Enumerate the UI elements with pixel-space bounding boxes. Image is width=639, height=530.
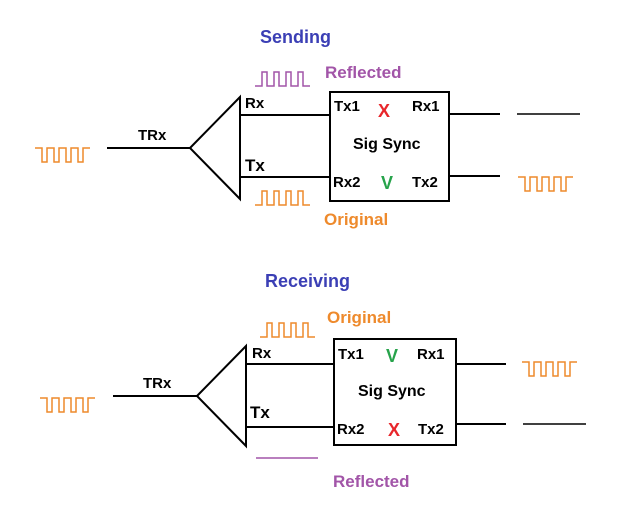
- sending-tx1-label: Tx1: [334, 98, 360, 115]
- receiving-heading: Receiving: [265, 271, 351, 291]
- receiving-output-wave: [521, 361, 578, 377]
- sending-coupler: [188, 94, 241, 202]
- receiving-rx1-label: Rx1: [417, 346, 445, 363]
- sending-rx-label: Rx: [245, 95, 265, 112]
- receiving-original-wave: [259, 322, 316, 338]
- sending-output-wave: [517, 176, 574, 192]
- receiving-rx-label: Rx: [252, 345, 272, 362]
- sending-cross-mark: X: [378, 101, 391, 121]
- receiving-tx-label: Tx: [250, 403, 270, 422]
- sending-tx-label: Tx: [245, 156, 265, 175]
- sending-rx2-label: Rx2: [333, 174, 361, 191]
- sending-original-label: Original: [324, 210, 389, 229]
- sending-box-title: Sig Sync: [353, 136, 421, 153]
- receiving-tx2-label: Tx2: [418, 421, 444, 438]
- receiving-rx2-label: Rx2: [337, 421, 365, 438]
- receiving-original-label: Original: [327, 308, 392, 327]
- sending-check-mark: V: [381, 173, 394, 193]
- receiving-trx-label: TRx: [143, 375, 172, 392]
- sending-diagram: [34, 71, 580, 206]
- sending-sig-sync-box: [329, 91, 450, 202]
- receiving-box-title: Sig Sync: [358, 383, 426, 400]
- receiving-tx1-label: Tx1: [338, 346, 364, 363]
- sending-reflected-label: Reflected: [325, 63, 402, 82]
- receiving-reflected-label: Reflected: [333, 472, 410, 491]
- receiving-sig-sync-box: [333, 338, 457, 446]
- receiving-input-wave: [39, 397, 96, 413]
- receiving-check-mark: V: [386, 346, 399, 366]
- receiving-coupler: [195, 343, 247, 449]
- receiving-diagram: [39, 322, 586, 459]
- receiving-cross-mark: X: [388, 420, 401, 440]
- sending-heading: Sending: [260, 27, 331, 47]
- sending-original-wave: [254, 190, 311, 206]
- sending-tx2-label: Tx2: [412, 174, 438, 191]
- sending-trx-label: TRx: [138, 127, 167, 144]
- sending-input-wave: [34, 147, 91, 163]
- sending-rx1-label: Rx1: [412, 98, 440, 115]
- sending-reflected-wave: [254, 71, 311, 87]
